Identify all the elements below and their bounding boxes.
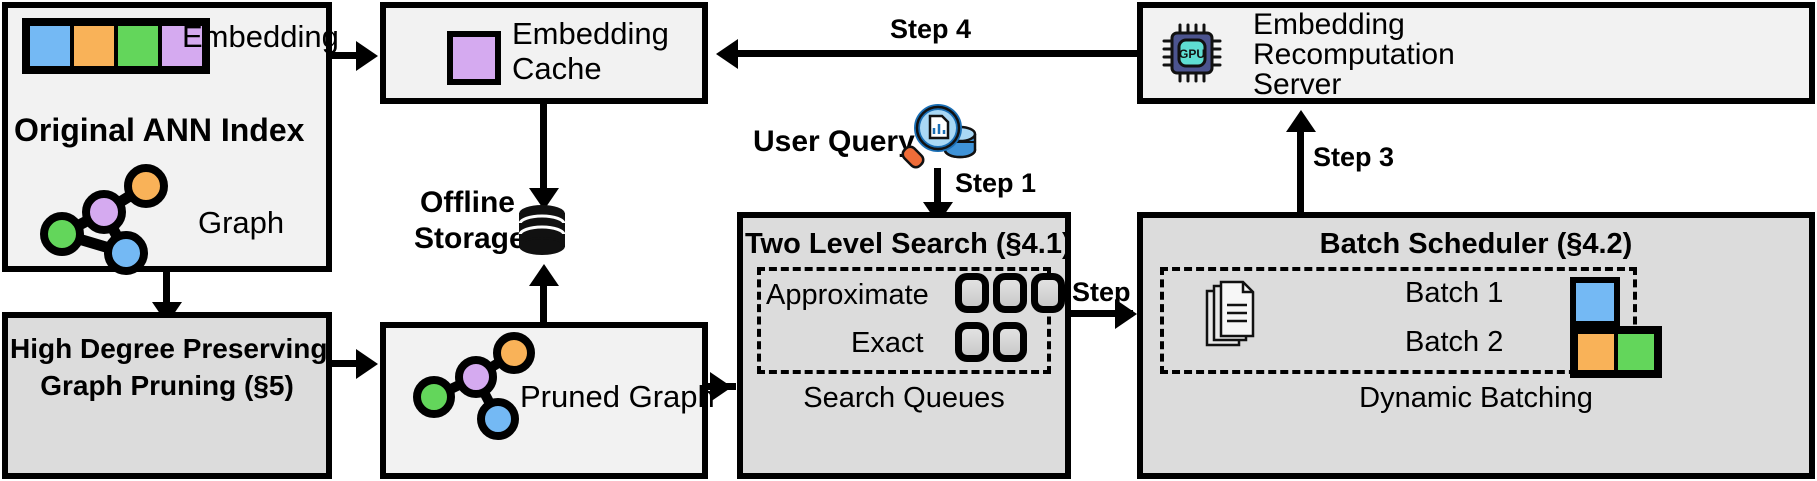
embedding-swatch-orange: [72, 24, 116, 68]
arrow-step2-head: [1115, 299, 1137, 329]
recomputation-server-line3: Server: [1253, 68, 1342, 101]
block-embedding-cache: [380, 2, 708, 104]
graph-pruning-line2: Graph Pruning (§5): [40, 370, 294, 401]
embedding-swatch-purple: [160, 24, 204, 68]
arrow-cache-to-storage-head: [529, 188, 559, 210]
arrow-pruned-to-storage-head: [529, 264, 559, 286]
graph-pruning-line1: High Degree Preserving: [10, 333, 328, 364]
embedding-swatch-strip: [22, 18, 210, 74]
arrow-step2-line: [1071, 310, 1133, 317]
svg-text:GPU: GPU: [1179, 47, 1205, 61]
arrow-cache-to-storage-line: [540, 104, 547, 196]
queue-slot-exact-1[interactable]: [955, 322, 989, 362]
arrow-pruning-to-pruned-head: [356, 349, 378, 379]
embedding-cache-title-line2: Cache: [512, 51, 602, 86]
offline-storage-label-line1: Offline: [420, 186, 515, 219]
embedding-cache-swatch: [447, 31, 501, 85]
gpu-chip-icon: GPU: [1162, 23, 1222, 83]
step1-label: Step 1: [955, 168, 1037, 198]
embedding-swatch-green: [116, 24, 160, 68]
recomputation-server-line2: Recomputation: [1253, 38, 1455, 71]
recomputation-server-line1: Embedding: [1253, 8, 1405, 41]
search-queues-footer: Search Queues: [803, 382, 1005, 414]
batch-1-label: Batch 1: [1405, 277, 1504, 309]
user-query-label: User Query: [753, 125, 915, 158]
search-queues-group: [757, 267, 1051, 374]
arrow-step3-head: [1286, 110, 1316, 132]
documents-icon: [1205, 280, 1255, 347]
dynamic-batching-group: [1160, 267, 1637, 374]
arrow-step4-line: [738, 50, 1138, 57]
embedding-swatch-blue: [28, 24, 72, 68]
block-graph-pruning: [2, 312, 332, 479]
query-search-icon: [901, 104, 977, 169]
queue-slot-approximate-1[interactable]: [955, 273, 989, 313]
batch-2-swatch-orange: [1576, 332, 1616, 372]
batch-2-swatch-green: [1616, 332, 1656, 372]
queue-slot-exact-2[interactable]: [993, 322, 1027, 362]
step3-label: Step 3: [1313, 142, 1395, 172]
arrow-pruning-to-pruned-line: [332, 360, 360, 367]
original-ann-index-title: Original ANN Index: [14, 112, 305, 148]
batch-scheduler-title: Batch Scheduler (§4.2): [1319, 228, 1633, 260]
search-row-exact-label: Exact: [851, 327, 924, 359]
dynamic-batching-footer: Dynamic Batching: [1359, 382, 1593, 414]
arrow-pruned-to-storage-line: [540, 276, 547, 322]
queue-slot-approximate-2[interactable]: [993, 273, 1027, 313]
batch-2-swatches: [1570, 326, 1662, 378]
search-row-approximate-label: Approximate: [766, 279, 929, 311]
original-index-graph-icon: [40, 164, 168, 275]
arrow-step1-line: [934, 168, 941, 210]
arrow-index-to-cache-head: [356, 41, 378, 71]
arrow-step4-head: [716, 39, 738, 69]
database-icon: [518, 205, 566, 255]
step4-label: Step 4: [890, 14, 972, 44]
two-level-search-title: Two Level Search (§4.1): [745, 228, 1072, 260]
graph-label: Graph: [198, 205, 285, 240]
pruned-graph-label: Pruned Graph: [520, 379, 715, 414]
arrow-index-to-cache-line: [332, 52, 360, 59]
embedding-cache-title-line1: Embedding: [512, 16, 669, 51]
embedding-label: Embedding: [182, 19, 339, 54]
block-batch-scheduler: [1137, 212, 1815, 479]
pruned-graph-icon: [413, 332, 535, 440]
batch-2-label: Batch 2: [1405, 326, 1504, 358]
arrow-pruned-to-search-head: [710, 372, 732, 402]
queue-slot-approximate-3[interactable]: [1031, 273, 1065, 313]
offline-storage-label-line2: Storage: [414, 222, 526, 255]
batch-1-swatch-blue: [1570, 277, 1620, 327]
arrow-step3-line: [1297, 130, 1304, 214]
arrow-index-to-pruning-line: [163, 272, 170, 310]
block-recomputation-server: [1137, 2, 1815, 104]
